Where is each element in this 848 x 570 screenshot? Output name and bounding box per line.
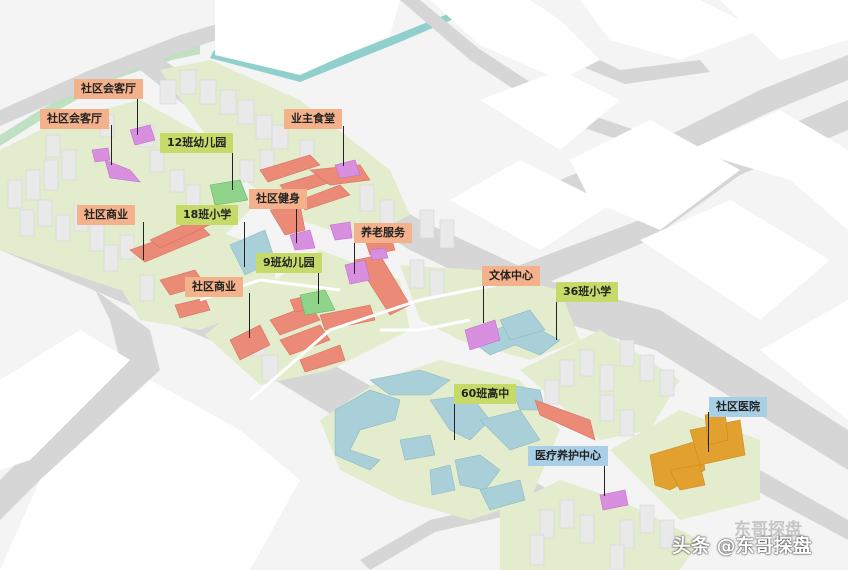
- label-primary-36: 36班小学: [556, 282, 619, 302]
- pin-community-hospital: [708, 412, 709, 452]
- pin-community-hall-1: [137, 97, 138, 135]
- label-high-school-60: 60班高中: [454, 384, 517, 404]
- label-community-hospital: 社区医院: [709, 397, 767, 417]
- pin-elderly-service: [354, 238, 355, 274]
- pin-community-hall-2: [111, 125, 112, 165]
- pin-owner-canteen: [343, 126, 344, 166]
- watermark-bottom: 头条 @东哥探盘: [672, 535, 812, 557]
- label-kindergarten-9: 9班幼儿园: [256, 253, 322, 273]
- label-community-hall-2: 社区会客厅: [40, 109, 109, 129]
- kindergarten-buildings: [209, 179, 336, 316]
- label-community-gym: 社区健身: [249, 189, 307, 209]
- label-culture-center: 文体中心: [482, 266, 540, 286]
- community-service-buildings: [91, 124, 629, 511]
- pin-primary-36: [556, 298, 557, 340]
- label-owner-canteen: 业主食堂: [284, 109, 342, 129]
- watermark-top: 东哥探盘: [734, 520, 802, 540]
- pin-community-gym: [296, 205, 297, 243]
- pin-primary-18: [244, 222, 245, 267]
- pin-kindergarten-9: [318, 268, 319, 304]
- education-buildings: [229, 229, 561, 511]
- pin-culture-center: [483, 283, 484, 323]
- label-medical-care-center: 医疗养护中心: [528, 446, 608, 466]
- river-green-strip: [0, 45, 200, 146]
- pin-community-commerce-1: [143, 222, 144, 260]
- label-community-commerce-2: 社区商业: [185, 277, 243, 297]
- label-elderly-service: 养老服务: [354, 223, 412, 243]
- pin-medical-care-center: [604, 462, 605, 496]
- label-community-hall-1: 社区会客厅: [74, 79, 143, 99]
- pin-community-commerce-2: [249, 293, 250, 338]
- pin-kindergarten-12: [232, 150, 233, 190]
- label-primary-18: 18班小学: [176, 205, 239, 225]
- label-kindergarten-12: 12班幼儿园: [160, 133, 234, 153]
- residential-buildings: [7, 69, 675, 570]
- label-community-commerce-1: 社区商业: [77, 205, 135, 225]
- pin-high-school-60: [454, 400, 455, 440]
